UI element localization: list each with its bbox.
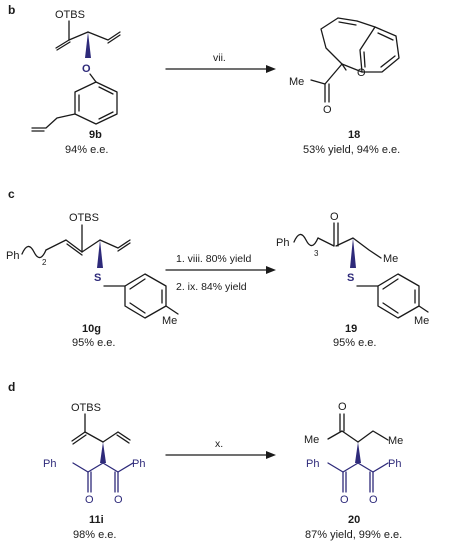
ketone-oxygen-label: O <box>330 211 339 223</box>
panel-d: d OTBS Ph Ph O O 11i 98% e.e. x. O <box>8 380 403 541</box>
panel-d-letter: d <box>8 380 15 394</box>
reagent-c-step-2: 2. ix. 84% yield <box>176 281 247 293</box>
carbonyl-oxygen-label: O <box>323 104 332 116</box>
methyl-label: Me <box>289 76 304 88</box>
reaction-arrow-d <box>165 451 276 459</box>
otbs-label: OTBS <box>55 9 85 21</box>
otbs-label: OTBS <box>71 402 101 414</box>
compound-10g-structure: OTBS Ph 2 S Me <box>6 212 179 327</box>
benzoyl-oxygen-left: O <box>85 494 94 506</box>
reagent-b: vii. <box>213 52 226 64</box>
ee-19: 95% e.e. <box>333 337 376 349</box>
compound-18-structure: O Me O <box>289 17 400 116</box>
benzoyl-oxygen-left: O <box>340 494 349 506</box>
benzoyl-phenyl-left: Ph <box>43 458 56 470</box>
chain-methyl-label: Me <box>383 253 398 265</box>
tolyl-methyl-label: Me <box>414 315 429 327</box>
chain-subscript: 3 <box>314 249 319 258</box>
ether-oxygen-label: O <box>82 63 91 75</box>
compound-id-19: 19 <box>345 323 357 335</box>
sulfur-label: S <box>347 272 354 284</box>
panel-c-letter: c <box>8 187 15 201</box>
chain-subscript: 2 <box>42 258 47 267</box>
ee-18: 53% yield, 94% e.e. <box>303 144 400 156</box>
benzoyl-phenyl-left: Ph <box>306 458 319 470</box>
benzoyl-phenyl-right: Ph <box>388 458 401 470</box>
ee-11i: 98% e.e. <box>73 529 116 541</box>
panel-b-letter: b <box>8 3 15 17</box>
ethyl-methyl-label: Me <box>388 435 403 447</box>
benzoyl-phenyl-right: Ph <box>132 458 145 470</box>
benzoyl-oxygen-right: O <box>369 494 378 506</box>
sulfur-label: S <box>94 272 101 284</box>
ee-9b: 94% e.e. <box>65 144 108 156</box>
ee-10g: 95% e.e. <box>72 337 115 349</box>
reagent-d: x. <box>215 438 223 450</box>
benzoyl-oxygen-right: O <box>114 494 123 506</box>
compound-20-structure: O Me Me Ph Ph O O <box>304 401 403 506</box>
compound-9b-structure: OTBS O <box>31 9 121 132</box>
compound-id-18: 18 <box>348 129 360 141</box>
otbs-label: OTBS <box>69 212 99 224</box>
compound-19-structure: Ph 3 O Me S Me <box>276 211 429 327</box>
panel-b: b OTBS O 9b 94% e.e. vii. <box>8 3 400 156</box>
compound-11i-structure: OTBS Ph Ph O O <box>43 402 145 506</box>
compound-id-20: 20 <box>348 514 360 526</box>
phenyl-label: Ph <box>6 250 19 262</box>
compound-id-9b: 9b <box>89 129 102 141</box>
reaction-arrow-c <box>165 266 276 274</box>
acetyl-methyl-label: Me <box>304 434 319 446</box>
tolyl-methyl-label: Me <box>162 315 177 327</box>
compound-id-11i: 11i <box>89 514 104 526</box>
compound-id-10g: 10g <box>82 323 101 335</box>
reaction-arrow-b <box>165 65 276 73</box>
panel-c: c OTBS Ph 2 S Me 10g 95% e.e. 1. viii. <box>6 187 429 349</box>
phenyl-label: Ph <box>276 237 289 249</box>
ketone-oxygen-label: O <box>338 401 347 413</box>
ee-20: 87% yield, 99% e.e. <box>305 529 402 541</box>
reagent-c-step-1: 1. viii. 80% yield <box>176 253 251 265</box>
ring-oxygen-label: O <box>357 67 366 79</box>
